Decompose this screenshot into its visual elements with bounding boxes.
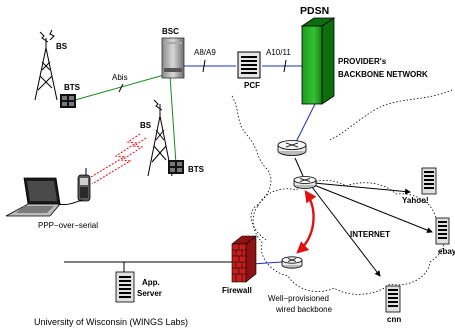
highlight-path bbox=[296, 190, 317, 254]
router-provider-icon bbox=[277, 140, 307, 156]
ppp-label: PPP−over−serial bbox=[38, 221, 98, 230]
pdsn-icon bbox=[300, 17, 336, 105]
ebay-label: ebay bbox=[438, 247, 455, 256]
router-campus-icon bbox=[281, 256, 303, 269]
tower-top-icon bbox=[34, 29, 58, 101]
a8a9-label: A8/A9 bbox=[194, 48, 216, 57]
tick-a8a9 bbox=[202, 59, 206, 73]
internet-label: INTERNET bbox=[350, 230, 390, 239]
server-cnn-icon bbox=[385, 285, 401, 313]
link-pdsn-router bbox=[295, 103, 316, 143]
link-to-ebay bbox=[313, 184, 433, 233]
well-provisioned-label-line2: wired backbone bbox=[275, 305, 333, 314]
router-internet-icon bbox=[293, 176, 317, 189]
serial-cable bbox=[57, 199, 83, 205]
bsc-label: BSC bbox=[162, 27, 179, 36]
link-router1-router2 bbox=[294, 157, 304, 177]
app-server-label-line2: Server bbox=[137, 289, 162, 298]
provider-boundary-right bbox=[329, 89, 453, 141]
provider-label-line1: PROVIDER's bbox=[338, 57, 387, 66]
server-app-icon bbox=[115, 271, 135, 303]
laptop-icon bbox=[5, 177, 61, 217]
bs-top-label: BS bbox=[56, 42, 68, 51]
bsc-icon bbox=[161, 37, 185, 79]
bs-mid-label: BS bbox=[140, 121, 152, 130]
link-to-yahoo bbox=[313, 182, 411, 195]
cnn-label: cnn bbox=[387, 315, 401, 324]
tick-abis bbox=[118, 83, 124, 93]
app-server-label-line1: App. bbox=[142, 278, 160, 287]
well-provisioned-label-line1: Well−provisioned bbox=[268, 294, 329, 303]
link-to-cnn bbox=[311, 186, 381, 277]
server-yahoo-icon bbox=[421, 167, 437, 195]
provider-boundary-left bbox=[231, 95, 272, 241]
bts-mid-label: BTS bbox=[188, 165, 205, 174]
a1011-label: A10/11 bbox=[266, 48, 291, 57]
footer-caption: University of Wisconsin (WINGS Labs) bbox=[34, 317, 188, 327]
yahoo-label: Yahoo! bbox=[402, 196, 429, 205]
bts-top-label: BTS bbox=[64, 83, 81, 92]
tower-mid-icon bbox=[147, 99, 173, 177]
firewall-label: Firewall bbox=[222, 286, 252, 295]
pcf-label: PCF bbox=[244, 81, 260, 90]
firewall-icon bbox=[231, 235, 257, 283]
cellphone-icon bbox=[77, 168, 91, 202]
internet-cloud bbox=[252, 180, 445, 295]
wireless-signal bbox=[85, 133, 147, 185]
bts-top-icon bbox=[60, 94, 76, 108]
provider-label-line2: BACKBONE NETWORK bbox=[338, 70, 428, 79]
pcf-icon bbox=[237, 51, 261, 79]
server-ebay-icon bbox=[435, 217, 450, 245]
link-bsc-bts-mid bbox=[169, 75, 177, 165]
abis-label: Abis bbox=[112, 73, 128, 82]
tick-a1011 bbox=[283, 59, 287, 73]
bts-mid-icon bbox=[168, 160, 184, 174]
pdsn-label: PDSN bbox=[300, 5, 329, 17]
link-firewall-router bbox=[252, 261, 283, 265]
link-bts-top-bsc bbox=[74, 74, 165, 101]
